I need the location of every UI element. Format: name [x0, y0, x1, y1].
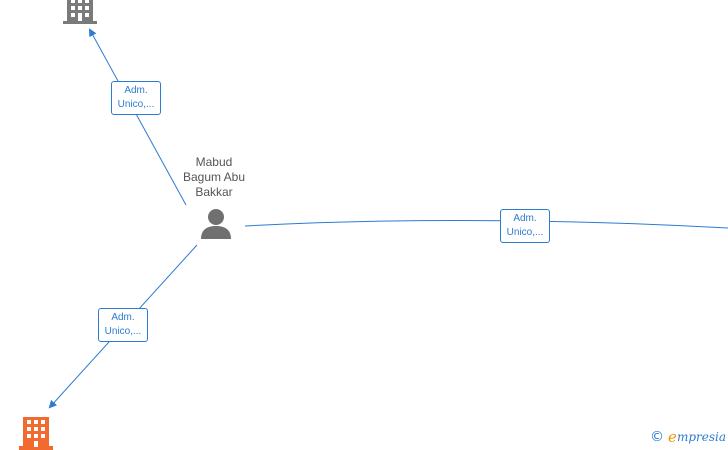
edge-label-bottom[interactable]: Adm. Unico,... — [98, 308, 148, 342]
edge-label-line: Adm. — [124, 85, 148, 96]
edge-line-to-top-company — [89, 28, 187, 206]
edge-label-line: Unico,... — [104, 326, 142, 337]
edge-label-right[interactable]: Adm. Unico,... — [500, 209, 550, 243]
edge-line-to-right-company — [244, 219, 728, 229]
copyright-symbol: © — [650, 429, 665, 445]
edge-label-line: Unico,... — [506, 227, 544, 238]
person-name-line: Mabud — [195, 155, 233, 169]
edge-label-line: Adm. — [111, 312, 135, 323]
edge-label-top[interactable]: Adm. Unico,... — [111, 81, 161, 115]
edge-label-line: Adm. — [513, 213, 537, 224]
building-icon[interactable] — [63, 0, 97, 26]
edge-label-line: Unico,... — [117, 99, 155, 110]
person-name[interactable]: Mabud Bagum Abu Bakkar — [168, 155, 260, 200]
person-name-line: Bagum Abu — [182, 170, 246, 184]
brand-footer: © e mpresia — [650, 428, 726, 446]
person-icon[interactable] — [199, 208, 233, 240]
brand-logo-text: mpresia — [676, 430, 726, 444]
brand-logo-initial: e — [668, 428, 677, 446]
building-icon[interactable] — [19, 417, 53, 450]
person-name-line: Bakkar — [195, 185, 233, 199]
